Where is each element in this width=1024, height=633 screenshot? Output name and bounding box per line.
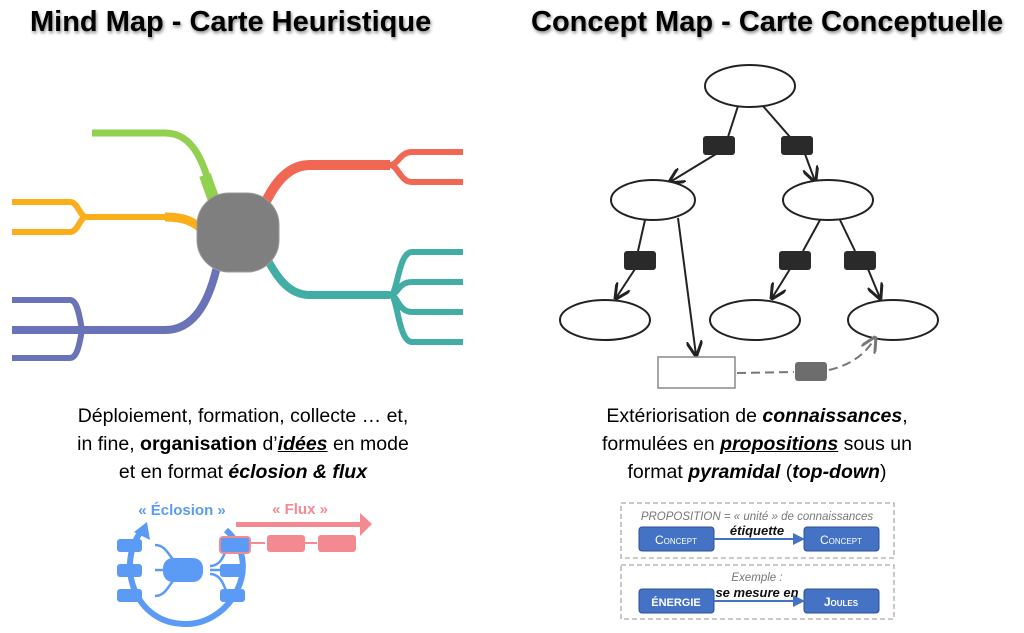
text: in fine, [77,433,141,455]
proposition-caption: PROPOSITION = « unité » de connaissances [641,511,874,523]
text: et en format [118,461,229,483]
text: format [627,461,689,483]
central-node [196,192,280,273]
concept-node [847,299,939,341]
example-link-text: se mesure en [715,585,798,600]
emphasis: top-down [792,461,880,483]
emphasis: connaissances [762,405,903,427]
emphasis: organisation [140,433,258,455]
text: sous un [838,433,912,455]
link-label-box-gray [795,362,827,381]
text: formulées en [602,433,721,455]
desc-line: Déploiement, formation, collecte … et, [77,405,409,427]
concept-left-text: Concept [655,533,697,547]
link-label-box [779,251,811,270]
branch-red [257,149,463,213]
desc-line: Extériorisation de connaissances, [532,402,982,430]
example-left-text: Énergie [651,596,701,609]
emphasis: propositions [720,433,839,455]
concept-map-description: Extériorisation de connaissances, formul… [532,402,982,486]
mind-map-description: Déploiement, formation, collecte … et, i… [18,402,468,486]
text: Extériorisation de [606,405,763,427]
emphasis: idées [277,433,328,455]
example-right-text: Joules [824,595,859,609]
branch-teal [261,249,463,345]
desc-line: in fine, organisation d’idées en mode [18,430,468,458]
link-label-box [624,251,656,270]
concept-node [559,299,651,341]
concept-node [704,64,796,108]
emphasis: pyramidal [688,461,781,483]
eclosion-label: « Éclosion » [138,502,226,519]
proposition-example: PROPOSITION = « unité » de connaissances… [620,502,895,620]
eclosion-flux-illustration: « Éclosion » « Flux » [117,501,372,628]
branch-purple [12,261,222,361]
new-concept-box [657,356,736,389]
desc-line: et en format éclosion & flux [18,458,468,486]
text: ( [780,461,793,483]
emphasis: éclosion & flux [228,461,368,483]
link-label-box [703,136,735,155]
mind-map [12,129,463,361]
concept-node [782,179,874,221]
text: d’ [257,433,278,455]
text: , [902,405,908,427]
desc-line: format pyramidal (top-down) [532,458,982,486]
example-caption: Exemple : [731,572,782,584]
concept-node [709,299,801,341]
link-label-text: étiquette [730,523,784,538]
desc-line: formulées en propositions sous un [532,430,982,458]
branch-green [92,129,219,206]
branch-yellow [12,199,209,236]
concept-map-title: Concept Map - Carte Conceptuelle [531,6,1004,38]
flux-label: « Flux » [272,501,328,518]
mind-map-title: Mind Map - Carte Heuristique [30,6,432,38]
text: ) [879,461,887,483]
text: en mode [327,433,409,455]
concept-right-text: Concept [820,533,862,547]
link-label-box [844,251,876,270]
concept-map [559,64,939,389]
concept-node [610,179,696,221]
link-label-box [781,136,813,155]
